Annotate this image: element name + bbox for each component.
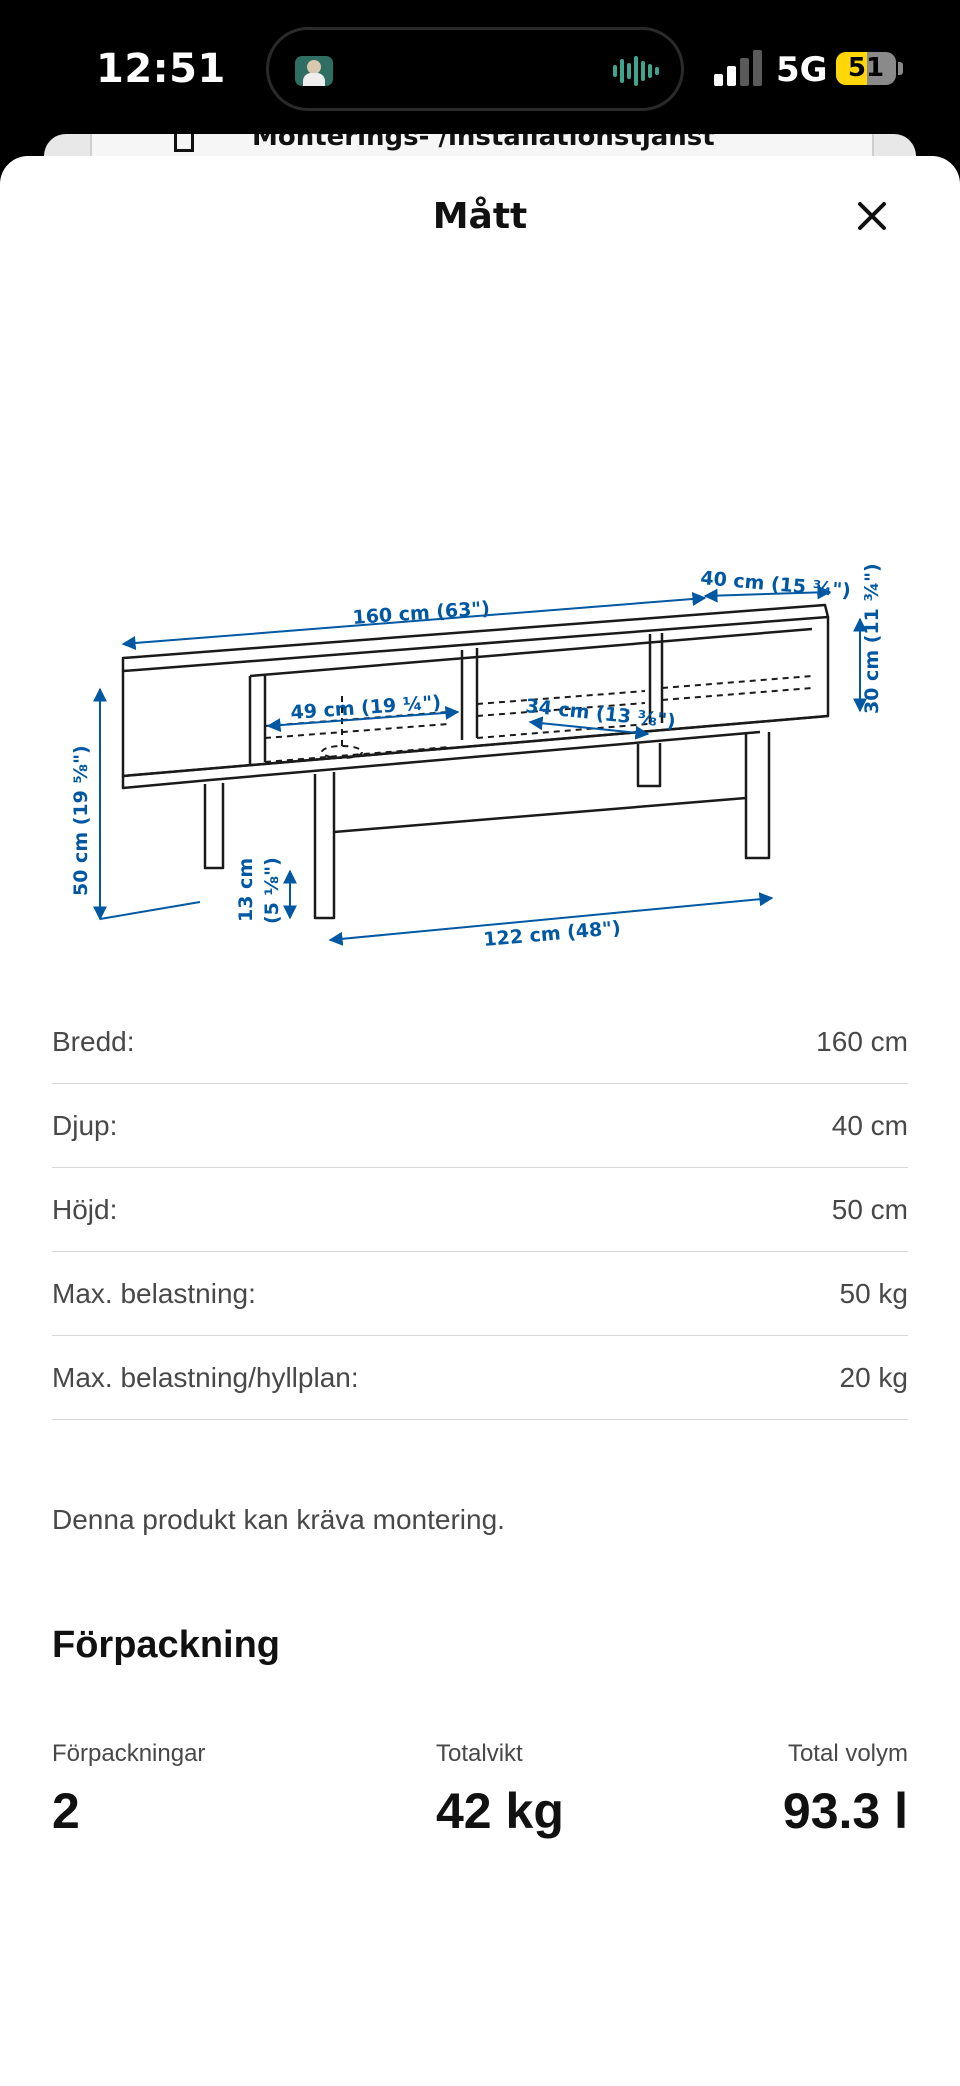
cellular-signal-icon — [714, 50, 762, 86]
dimension-label: Bredd: — [52, 1026, 135, 1057]
dimensions-sheet: Mått — [0, 156, 960, 2086]
leg-height-inch-label: (5 ⅛") — [261, 857, 283, 924]
dimension-value: 40 cm — [831, 1110, 908, 1141]
close-icon — [858, 202, 886, 230]
packages-label: Förpackningar — [52, 1740, 206, 1767]
tv-bench-dimension-drawing: 160 cm (63") 40 cm (15 ¾") 50 cm (19 ⅝")… — [70, 563, 883, 951]
audio-waveform-icon — [613, 56, 659, 86]
total-volume-value: 93.3 l — [782, 1783, 908, 1839]
background-service-label: Monterings- /installationstjänst — [252, 134, 715, 152]
dimension-label: Max. belastning: — [52, 1278, 256, 1309]
height-label: 50 cm (19 ⅝") — [70, 745, 92, 896]
bench-outline — [121, 603, 830, 920]
document-icon — [174, 134, 194, 152]
depth-label: 40 cm (15 ¾") — [700, 567, 852, 602]
dimension-value: 20 kg — [839, 1362, 909, 1393]
packaging-heading: Förpackning — [52, 1624, 281, 1666]
dimension-value: 50 cm — [831, 1194, 908, 1225]
dimension-row: Djup: 40 cm — [52, 1084, 908, 1168]
packages-stat: Förpackningar 2 — [52, 1740, 205, 1840]
total-weight-stat: Totalvikt 42 kg — [436, 1740, 564, 1840]
dimension-row: Max. belastning/hyllplan: 20 kg — [52, 1336, 908, 1420]
dimension-label: Höjd: — [52, 1194, 118, 1225]
dimension-value: 50 kg — [839, 1278, 909, 1309]
total-weight-value: 42 kg — [436, 1783, 564, 1839]
dimension-row: Höjd: 50 cm — [52, 1168, 908, 1252]
inner-height-label: 30 cm (11 ¾") — [861, 563, 883, 714]
close-button[interactable] — [848, 192, 896, 240]
battery-tip — [898, 62, 903, 75]
now-playing-artwork-icon — [295, 56, 333, 86]
clock: 12:51 — [96, 46, 226, 92]
dimension-label: Max. belastning/hyllplan: — [52, 1362, 359, 1393]
total-volume-stat: Total volym 93.3 l — [783, 1740, 908, 1840]
total-volume-label: Total volym — [787, 1740, 908, 1767]
leg-height-label: 13 cm — [235, 858, 257, 922]
leg-span-label: 122 cm (48") — [483, 917, 622, 951]
packages-value: 2 — [52, 1783, 80, 1839]
dimension-label: Djup: — [52, 1110, 118, 1141]
dimension-list: Bredd: 160 cm Djup: 40 cm Höjd: 50 cm Max. bel… — [52, 1000, 908, 1420]
dimension-value: 160 cm — [816, 1026, 908, 1057]
status-bar: 12:51 5G 51 — [0, 0, 960, 140]
sheet-title: Mått — [432, 196, 528, 237]
assembly-note: Denna produkt kan kräva montering. — [52, 1504, 505, 1535]
dimension-row: Max. belastning: 50 kg — [52, 1252, 908, 1336]
dimension-row: Bredd: 160 cm — [52, 1000, 908, 1084]
network-type: 5G — [776, 50, 828, 90]
dynamic-island — [266, 27, 684, 111]
battery-level: 51 — [847, 53, 885, 83]
battery-icon: 51 — [836, 52, 896, 85]
total-weight-label: Totalvikt — [436, 1740, 523, 1767]
width-label: 160 cm (63") — [352, 597, 491, 629]
